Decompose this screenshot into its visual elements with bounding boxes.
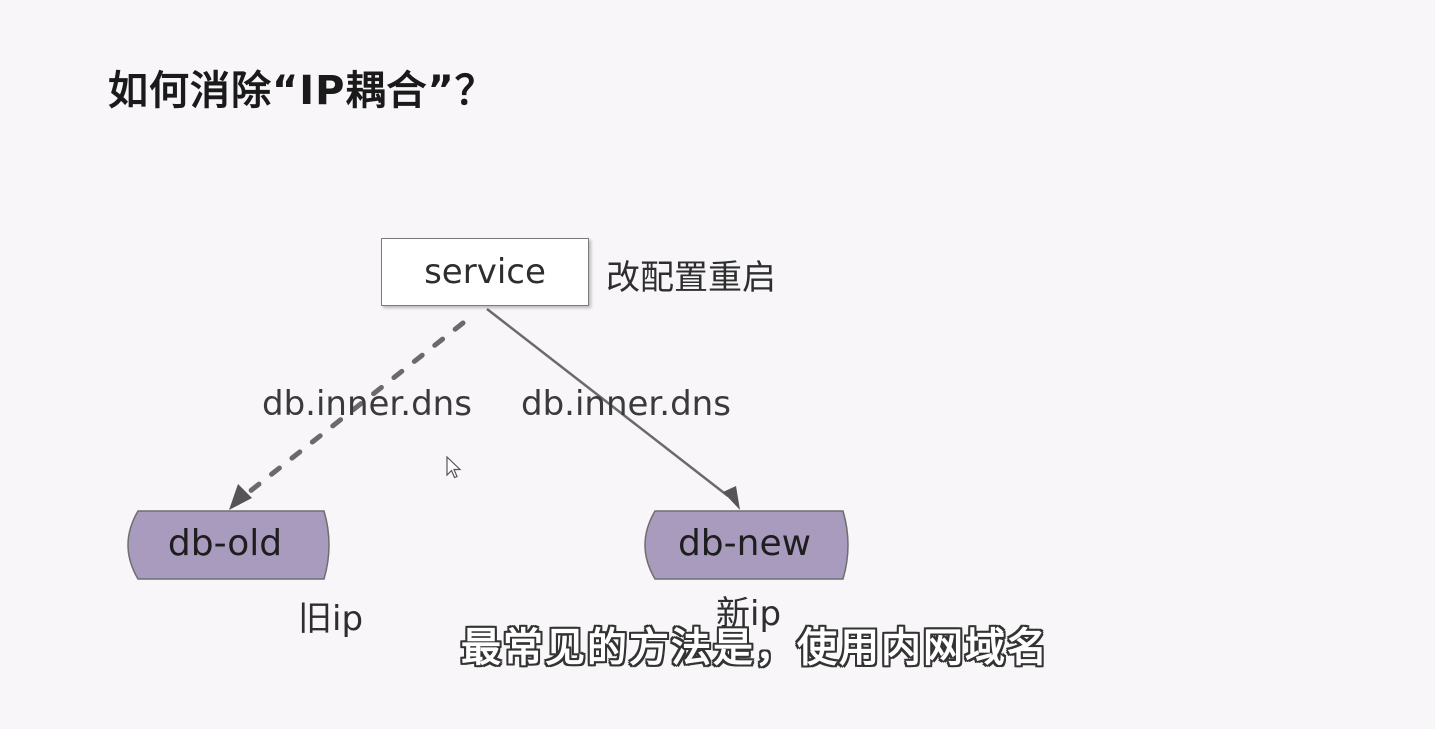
service-note: 改配置重启 bbox=[606, 258, 776, 298]
db-old-label: db-old bbox=[167, 523, 283, 564]
arrowhead-db-old bbox=[229, 484, 252, 510]
db-old-note: 旧ip bbox=[298, 599, 364, 639]
edge-label-new: db.inner.dns bbox=[521, 384, 731, 424]
edge-label-old: db.inner.dns bbox=[262, 384, 472, 424]
service-node: service bbox=[381, 238, 589, 306]
service-label: service bbox=[424, 252, 546, 292]
mouse-cursor-icon bbox=[446, 456, 462, 479]
video-subtitle: 最常见的方法是，使用内网域名 bbox=[461, 625, 1049, 671]
db-new-label: db-new bbox=[677, 523, 812, 564]
edge-to-db-old bbox=[241, 320, 466, 499]
page-title: 如何消除“IP耦合”？ bbox=[108, 68, 496, 114]
edge-to-db-new bbox=[486, 308, 729, 497]
db-old-shape bbox=[127, 510, 330, 580]
arrowhead-db-new bbox=[723, 486, 740, 510]
db-new-note: 新ip bbox=[716, 594, 782, 634]
db-new-shape bbox=[644, 510, 849, 580]
